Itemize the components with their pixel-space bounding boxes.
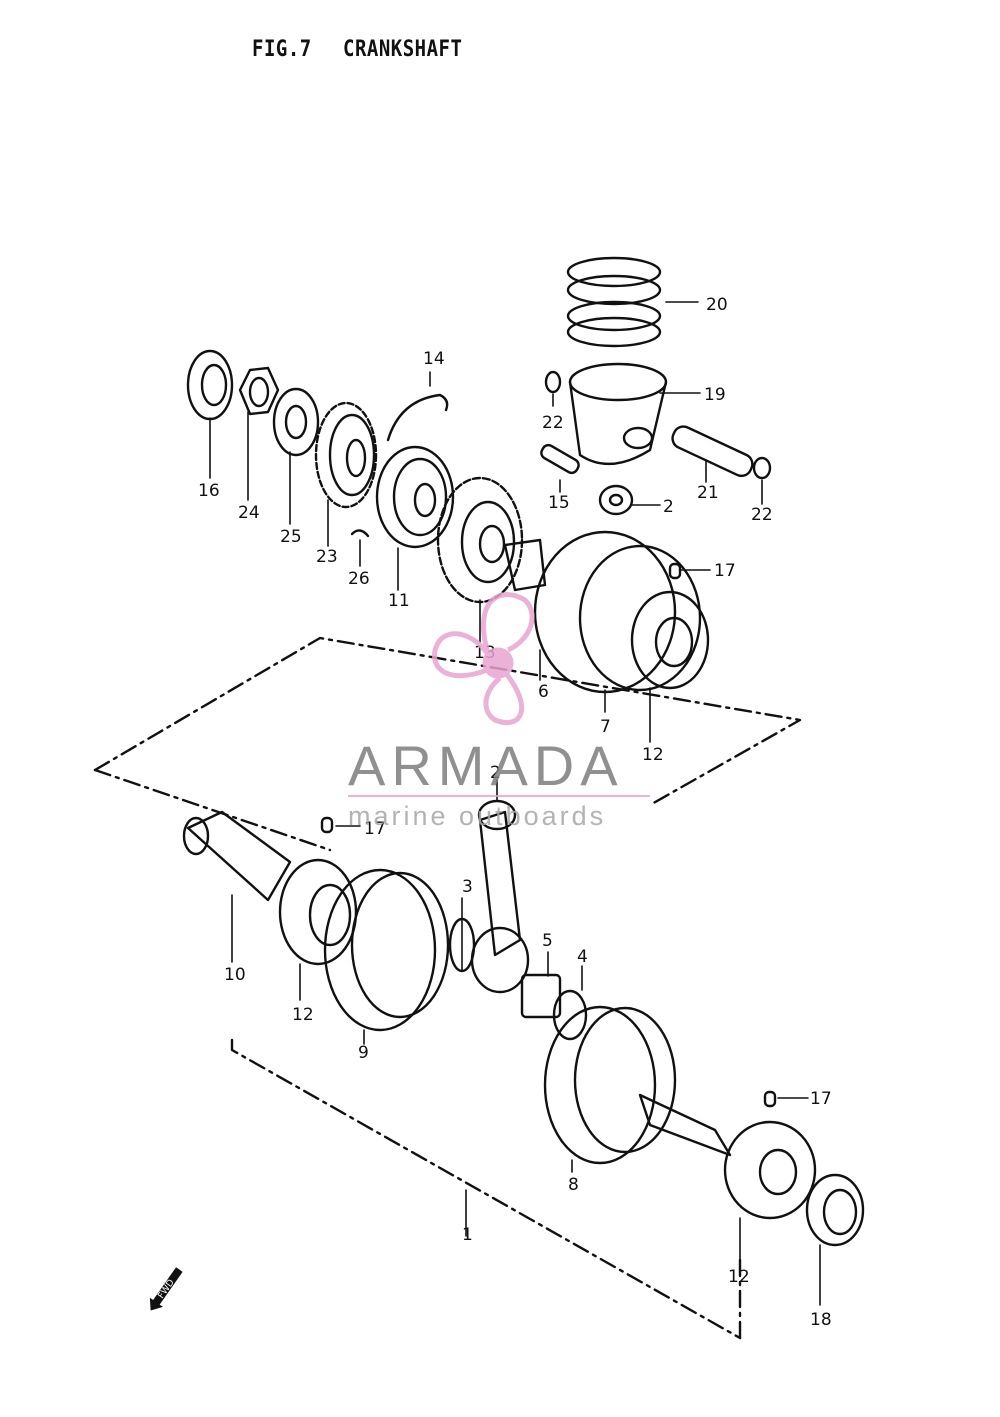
circlip-22-right (752, 456, 772, 480)
clip-15 (386, 393, 449, 442)
callout-label: 17 (810, 1089, 832, 1109)
connecting-rod-2-lower (470, 799, 530, 994)
callout-label: 17 (364, 819, 386, 839)
callout-label: 21 (697, 483, 719, 503)
circlip-22-left (544, 370, 562, 394)
callout-label: 24 (238, 503, 260, 523)
callout-label: 1 (462, 1225, 473, 1245)
callout-label: 2 (663, 497, 674, 517)
watermark-brand: ARMADA (348, 734, 624, 797)
crankshaft-assembled (503, 530, 710, 694)
bearing-12-right (723, 1120, 817, 1220)
pin-14 (540, 443, 580, 475)
pin-17-mid (320, 816, 334, 834)
callout-label: 7 (600, 717, 611, 737)
callout-label: 4 (577, 947, 588, 967)
callout-label: 23 (316, 547, 338, 567)
leader-lines (209, 301, 821, 1306)
pin-17-bottom (763, 1090, 777, 1108)
oil-seal-18 (805, 1173, 865, 1247)
callout-label: 12 (292, 1005, 314, 1025)
callout-label: 22 (751, 505, 773, 525)
callout-label: 25 (280, 527, 302, 547)
armada-watermark: ARMADA marine outboards (348, 592, 650, 831)
callout-label: 12 (728, 1267, 750, 1287)
callout-label: 22 (542, 413, 564, 433)
callout-label: 5 (542, 931, 553, 951)
callout-label: 19 (704, 385, 726, 405)
figure-number: FIG.7 (252, 36, 312, 62)
washer-25 (272, 387, 320, 457)
bearing-12-left (278, 858, 358, 966)
callout-label: 2 (490, 763, 501, 783)
piston-pin-21 (671, 425, 754, 478)
thrust-washer-4 (552, 989, 588, 1041)
callout-label: 8 (568, 1175, 579, 1195)
crank-web-9 (323, 868, 450, 1032)
callout-label: 14 (423, 349, 445, 369)
callout-label: 3 (462, 877, 473, 897)
callout-label: 15 (548, 493, 570, 513)
propeller-icon (432, 592, 535, 726)
callout-label: 12 (642, 745, 664, 765)
gear-23 (314, 401, 378, 509)
key-26 (350, 529, 370, 538)
piston-19 (568, 362, 668, 466)
crank-web-8 (543, 1005, 732, 1165)
pin-17-top (668, 562, 682, 580)
piston-rings-20 (566, 256, 662, 348)
callout-label: 16 (198, 481, 220, 501)
callout-label: 17 (714, 561, 736, 581)
callout-label: 6 (538, 682, 549, 702)
figure-title: CRANKSHAFT (343, 36, 463, 62)
gear-13 (436, 476, 524, 604)
callout-label: 11 (388, 591, 410, 611)
callout-label: 9 (358, 1043, 369, 1063)
watermark-tagline: marine outboards (348, 801, 606, 831)
callout-label: 20 (706, 295, 728, 315)
callout-label: 26 (348, 569, 370, 589)
assembly-bracket (93, 636, 802, 1340)
crankshaft-left-half-10 (182, 810, 292, 902)
nut-24 (238, 366, 280, 416)
callout-label: 18 (810, 1310, 832, 1330)
forward-arrow-icon: FWD (149, 1267, 183, 1311)
oil-seal-16 (186, 349, 234, 421)
callout-label: 10 (224, 965, 246, 985)
connecting-rod-2-upper (598, 484, 634, 516)
bearing-11 (375, 445, 455, 549)
